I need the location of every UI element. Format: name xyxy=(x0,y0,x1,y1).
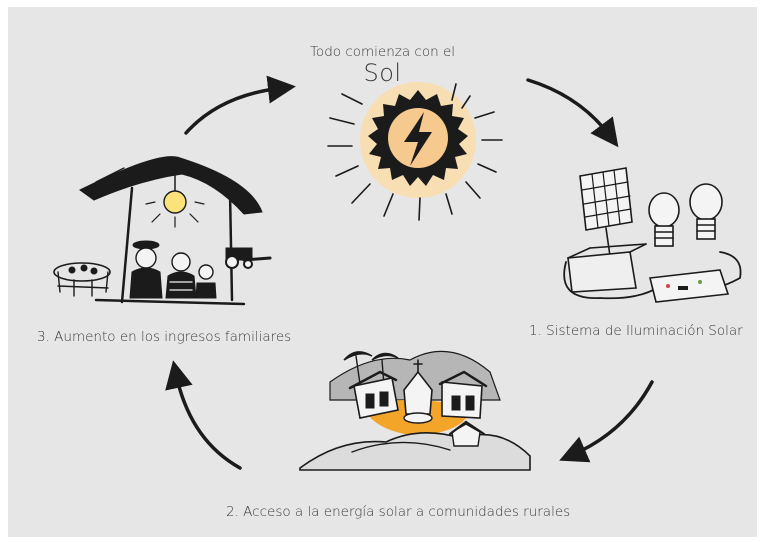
title-line-1: Todo comienza con el xyxy=(309,44,455,60)
sun-icon xyxy=(327,82,503,221)
family-house-illustration xyxy=(53,156,272,306)
arrow-to-solar-kit xyxy=(526,78,619,148)
solar-lighting-kit-illustration xyxy=(563,167,742,303)
arrow-to-sun xyxy=(184,75,296,135)
cycle-arrows xyxy=(165,75,654,470)
arrow-to-village xyxy=(559,380,654,463)
step-3-label: 3. Aumento en los ingresos familiares xyxy=(37,329,292,345)
arrow-to-house xyxy=(165,360,242,470)
rural-village-illustration xyxy=(299,350,531,471)
step-1-label: 1. Sistema de Iluminación Solar xyxy=(529,323,743,339)
step-2-label: 2. Acceso a la energía solar a comunidad… xyxy=(226,504,571,520)
title-line-2: Sol xyxy=(363,59,402,87)
